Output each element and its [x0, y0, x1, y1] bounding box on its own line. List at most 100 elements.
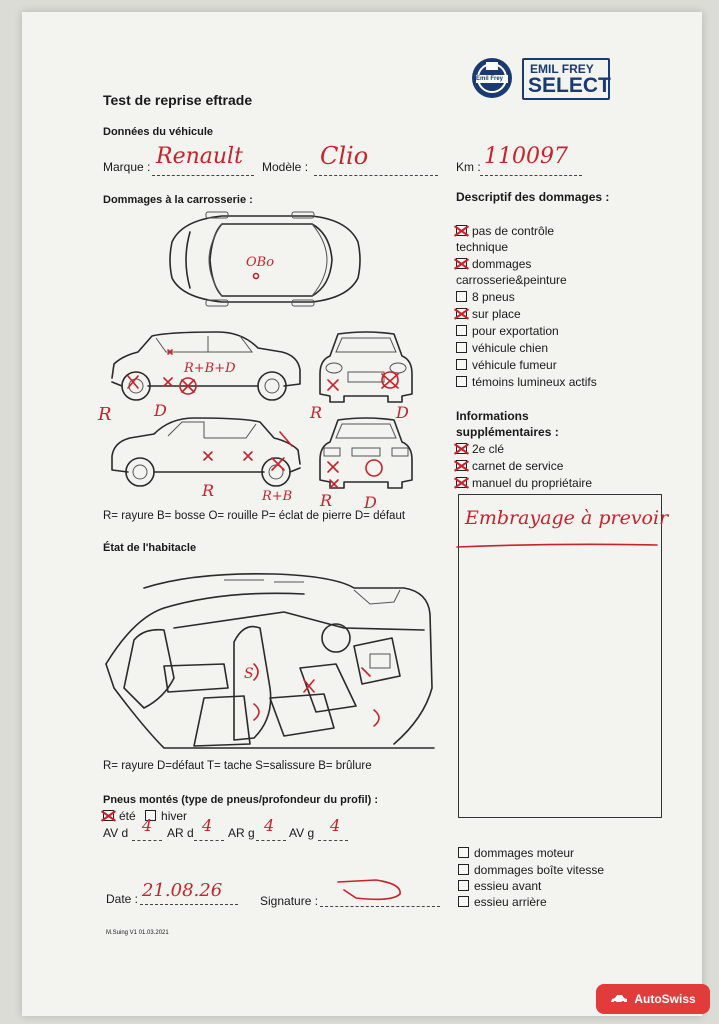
form-sheet: Emil Frey EMIL FREY SELECT Test de repri… — [22, 12, 702, 1016]
extra-damage-item: dommages boîte vitesse — [458, 863, 604, 877]
additional-item: carnet de service — [456, 459, 563, 473]
damage-item-continued: technique — [456, 240, 509, 254]
additional-info-heading-2: supplémentaires : — [456, 425, 559, 439]
tire-line-fl — [132, 840, 162, 841]
km-line — [480, 175, 582, 176]
damage-checkbox[interactable] — [456, 291, 467, 302]
additional-checkbox[interactable] — [456, 443, 467, 454]
signature-mark — [337, 879, 401, 901]
damage-item: 8 pneus — [456, 290, 515, 304]
body-damage-legend: R= rayure B= bosse O= rouille P= éclat d… — [103, 510, 406, 522]
form-title: Test de reprise eftrade — [103, 92, 253, 108]
summer-label: été — [119, 809, 136, 823]
damage-checkbox[interactable] — [456, 325, 467, 336]
additional-checkbox[interactable] — [456, 460, 467, 471]
body-damage-heading: Dommages à la carrosserie : — [103, 194, 253, 206]
tire-depth-value[interactable]: 4 — [330, 816, 341, 835]
extra-damage-checkbox[interactable] — [458, 896, 469, 907]
brand-line — [152, 175, 254, 176]
rear-mark-d: D — [363, 493, 377, 512]
tire-depth-rr: AR d — [167, 826, 194, 840]
tire-depth-fl: AV d — [103, 826, 128, 840]
tire-line-fr — [318, 840, 348, 841]
logo-line1: EMIL FREY — [530, 62, 594, 76]
badge-label: AutoSwiss — [634, 992, 696, 1006]
left-side-mark-d: D — [153, 401, 167, 420]
logo-text-box: EMIL FREY SELECT — [522, 58, 611, 100]
logo-line2: SELECT — [528, 74, 611, 97]
damage-checkbox[interactable] — [456, 308, 467, 319]
damage-checkbox[interactable] — [456, 376, 467, 387]
signature-line — [320, 906, 440, 907]
extra-damage-item: dommages moteur — [458, 846, 574, 860]
notes-text[interactable]: Embrayage à prevoir — [465, 507, 669, 529]
right-side-mark-r: R — [201, 481, 214, 500]
additional-item: 2e clé — [456, 442, 504, 456]
damage-item: pas de contrôle — [456, 224, 554, 238]
damage-item: véhicule fumeur — [456, 358, 557, 372]
extra-damage-item: essieu arrière — [458, 895, 547, 909]
tire-type-row: été hiver — [103, 809, 187, 823]
car-interior-diagram: S — [105, 572, 435, 749]
rear-mark-r: R — [319, 491, 332, 510]
damage-checkbox[interactable] — [456, 258, 467, 269]
damage-checkbox[interactable] — [456, 342, 467, 353]
extra-damage-checkbox[interactable] — [458, 847, 469, 858]
date-label: Date : — [106, 892, 139, 906]
extra-damage-checkbox[interactable] — [458, 880, 469, 891]
car-right-side-diagram: R R+B — [111, 417, 301, 504]
brand-label: Marque : — [103, 160, 151, 174]
front-mark-r: R — [309, 403, 322, 422]
car-left-side-diagram: R+B+D R D — [97, 331, 301, 425]
model-value[interactable]: Clio — [320, 142, 369, 170]
km-label: Km : — [456, 160, 481, 174]
model-line — [314, 175, 438, 176]
tire-depth-value[interactable]: 4 — [142, 816, 153, 835]
notes-box[interactable]: Embrayage à prevoir — [456, 494, 668, 818]
model-label: Modèle : — [262, 160, 309, 174]
tire-line-rr — [194, 840, 224, 841]
tire-depth-rl: AR g — [228, 826, 255, 840]
car-rear-view-diagram: R D — [319, 417, 413, 512]
damage-checkbox[interactable] — [456, 225, 467, 236]
km-value[interactable]: 110097 — [484, 144, 568, 169]
front-mark-d: D — [395, 403, 409, 422]
winter-label: hiver — [161, 809, 188, 823]
damage-item: témoins lumineux actifs — [456, 375, 597, 389]
footer-ref: M.Suing V1 01.03.2021 — [106, 930, 169, 936]
car-front-view-diagram: R D — [309, 331, 413, 422]
tire-depth-label: AR g — [228, 826, 255, 840]
winter-checkbox[interactable] — [145, 810, 157, 821]
summer-checkbox[interactable] — [103, 810, 114, 821]
interior-heading: État de l'habitacle — [103, 542, 197, 554]
damage-item-continued: carrosserie&peinture — [456, 273, 567, 287]
interior-legend: R= rayure D=défaut T= tache S=salissure … — [103, 760, 372, 772]
tires-heading: Pneus montés (type de pneus/profondeur d… — [103, 794, 379, 806]
additional-checkbox[interactable] — [456, 477, 467, 488]
right-side-mark-rb: R+B — [261, 489, 292, 504]
additional-info-heading-1: Informations — [456, 409, 529, 423]
damage-checkbox[interactable] — [456, 359, 467, 370]
emil-frey-logo: Emil Frey EMIL FREY SELECT — [470, 56, 611, 102]
tire-depth-fr: AV g — [289, 826, 314, 840]
tire-depth-label: AV d — [103, 826, 129, 840]
brand-value[interactable]: Renault — [156, 144, 243, 169]
left-side-mark-rbd: R+B+D — [183, 361, 236, 376]
damage-item: dommages — [456, 257, 531, 271]
tire-depth-value[interactable]: 4 — [202, 816, 213, 835]
damage-item: véhicule chien — [456, 341, 548, 355]
additional-item: manuel du propriétaire — [456, 476, 592, 490]
date-value[interactable]: 21.08.26 — [142, 880, 223, 901]
tire-line-rl — [256, 840, 286, 841]
car-icon — [611, 995, 628, 1004]
extra-damage-checkbox[interactable] — [458, 864, 469, 875]
roof-mark: OBo — [246, 255, 274, 270]
vehicle-section-heading: Données du véhicule — [103, 126, 214, 138]
damage-description-heading: Descriptif des dommages : — [456, 190, 610, 204]
damage-item: sur place — [456, 307, 521, 321]
car-top-view-diagram: OBo — [169, 211, 361, 307]
notes-underline — [456, 543, 658, 548]
tire-depth-value[interactable]: 4 — [264, 816, 275, 835]
date-line — [140, 904, 238, 905]
tire-depth-label: AR d — [167, 826, 194, 840]
